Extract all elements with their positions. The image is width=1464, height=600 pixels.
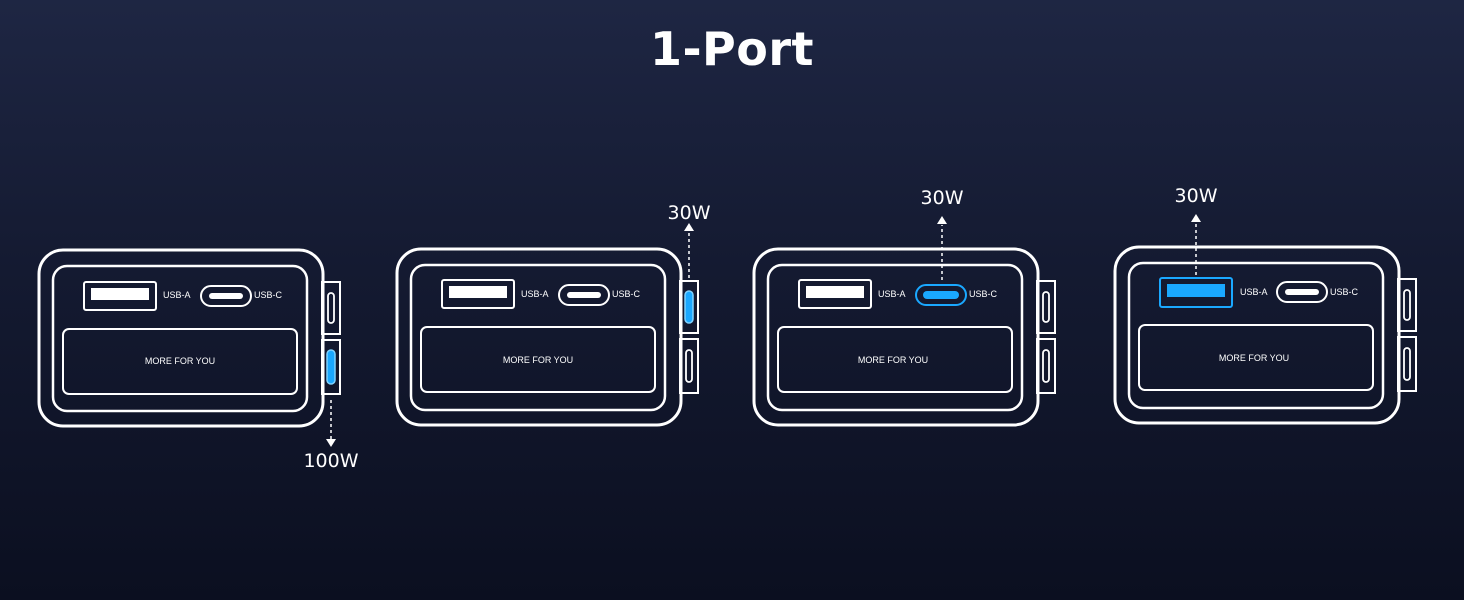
usb-a-label: USB-A [521, 289, 549, 299]
charger-body [37, 248, 325, 428]
wattage-label: 30W [668, 202, 711, 224]
charger-body [395, 247, 683, 427]
usb-c-label: USB-C [969, 289, 998, 299]
info-panel-label: MORE FOR YOU [145, 356, 215, 366]
usb-a-label: USB-A [1240, 287, 1268, 297]
usb-c-port-slot [1285, 289, 1319, 295]
charger-inner-frame [51, 264, 309, 413]
side-usb-c-top [321, 281, 341, 335]
charger-device-4: USB-A USB-C MORE FOR YOU 30W [1113, 185, 1417, 425]
usb-c-port-slot [209, 293, 243, 299]
charger-inner-frame [409, 263, 667, 412]
side-usb-c-top-slot-active [684, 290, 694, 324]
side-usb-c-top [1036, 280, 1056, 334]
usb-c-label: USB-C [612, 289, 641, 299]
side-usb-c-top [1397, 278, 1417, 332]
side-usb-c-top-slot [1403, 289, 1411, 321]
usb-c-port [200, 285, 252, 307]
info-panel-label: MORE FOR YOU [1219, 353, 1289, 363]
charger-body [1113, 245, 1401, 425]
side-usb-c-bottom [1036, 338, 1056, 394]
side-usb-c-bottom-slot [685, 349, 693, 383]
usb-a-port-slot [806, 286, 864, 298]
side-usb-c-bottom [1397, 336, 1417, 392]
usb-a-port-slot-active [1167, 284, 1225, 297]
wattage-label: 100W [303, 450, 358, 472]
usb-c-port-active [915, 284, 967, 306]
arrow-head-up [1191, 214, 1201, 222]
charger-device-3: USB-A USB-C MORE FOR YOU 30W [752, 187, 1056, 427]
page-title: 1-Port [649, 22, 815, 76]
charger-inner-frame [766, 263, 1024, 412]
usb-c-port-slot [567, 292, 601, 298]
usb-a-label: USB-A [878, 289, 906, 299]
info-panel-label: MORE FOR YOU [503, 355, 573, 365]
usb-a-port [441, 279, 515, 309]
side-usb-c-bottom [679, 338, 699, 394]
side-usb-c-top [679, 280, 699, 334]
arrow-head-down [326, 439, 336, 447]
usb-c-port [558, 284, 610, 306]
usb-c-port-slot-active [923, 291, 959, 299]
usb-a-port-active [1159, 277, 1233, 308]
arrow-head-up [684, 223, 694, 231]
side-usb-c-bottom-slot-active [326, 349, 336, 385]
info-panel [1138, 324, 1374, 391]
side-usb-c-bottom [321, 339, 341, 395]
charger-device-1: USB-A USB-C MORE FOR YOU 100W [37, 248, 359, 472]
side-usb-c-top-slot [327, 292, 335, 324]
info-panel [62, 328, 298, 395]
usb-c-port [1276, 281, 1328, 303]
usb-a-port [83, 281, 157, 311]
side-usb-c-top-slot [1042, 291, 1050, 323]
usb-a-port-slot [449, 286, 507, 298]
usb-c-label: USB-C [254, 290, 283, 300]
wattage-label: 30W [1175, 185, 1218, 207]
info-panel [420, 326, 656, 393]
usb-c-label: USB-C [1330, 287, 1359, 297]
usb-a-port-slot [91, 288, 149, 300]
usb-a-label: USB-A [163, 290, 191, 300]
charger-body [752, 247, 1040, 427]
info-panel-label: MORE FOR YOU [858, 355, 928, 365]
wattage-label: 30W [921, 187, 964, 209]
charger-inner-frame [1127, 261, 1385, 410]
side-usb-c-bottom-slot [1042, 349, 1050, 383]
arrow-head-up [937, 216, 947, 224]
usb-a-port [798, 279, 872, 309]
charger-device-2: USB-A USB-C MORE FOR YOU 30W [395, 202, 711, 427]
side-usb-c-bottom-slot [1403, 347, 1411, 381]
info-panel [777, 326, 1013, 393]
